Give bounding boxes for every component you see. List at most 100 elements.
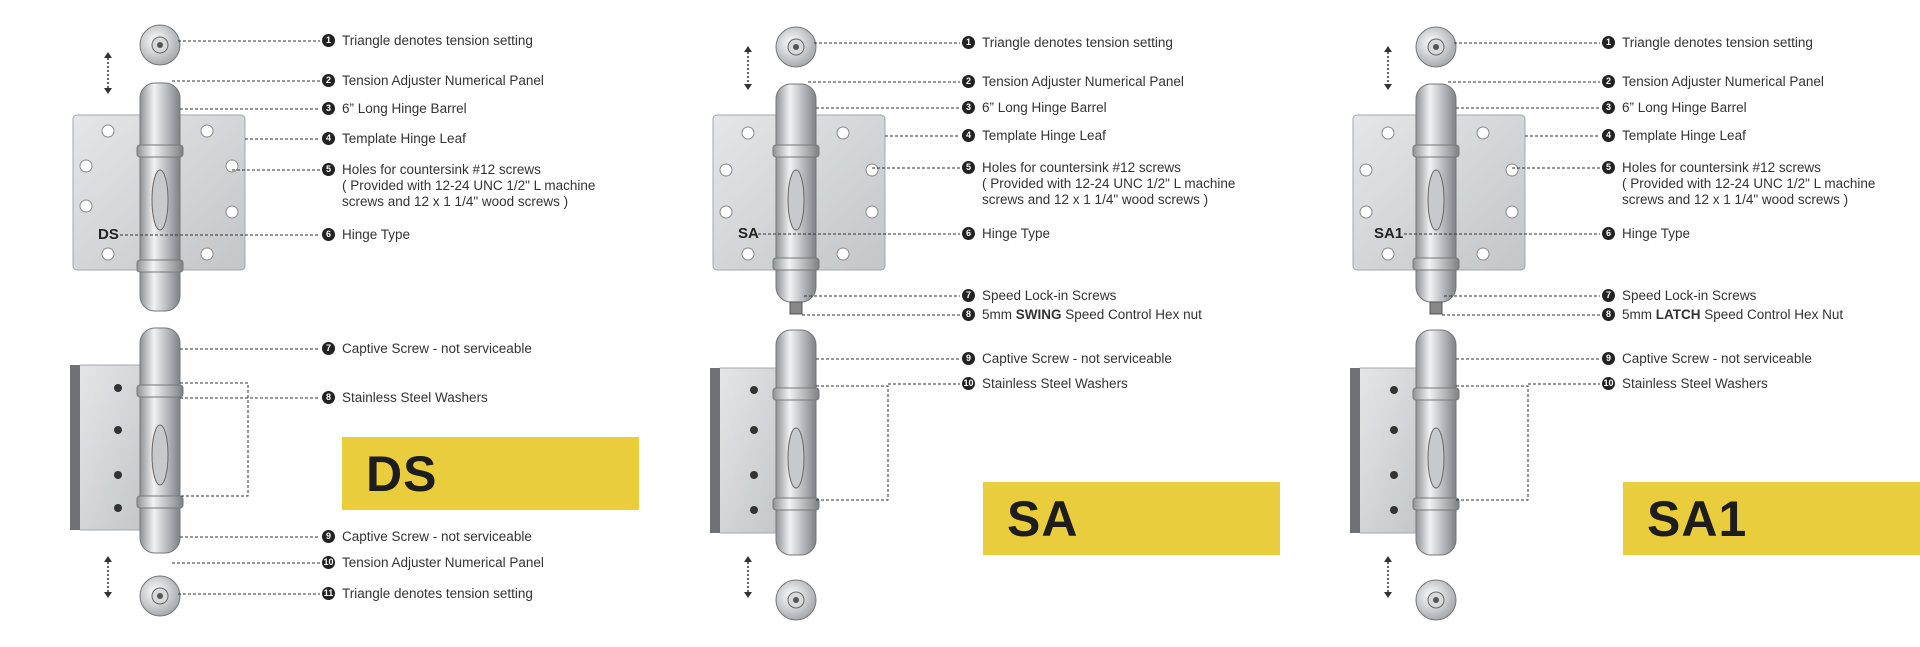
callout-8: 8 5mm SWING Speed Control Hex nut <box>962 307 1202 323</box>
callout-2: 2 Tension Adjuster Numerical Panel <box>962 74 1184 90</box>
callout-text: Captive Screw - not serviceable <box>342 529 532 544</box>
callout-number: 9 <box>322 530 335 543</box>
leader-lines <box>120 40 320 595</box>
hinge-type-badge: DS <box>342 437 639 510</box>
callout-number: 1 <box>322 34 335 47</box>
callout-number: 6 <box>962 227 975 240</box>
callout-text-line3: screws and 12 x 1 1/4" wood screws ) <box>342 194 569 209</box>
callout-text: Tension Adjuster Numerical Panel <box>1622 74 1824 89</box>
badge-text: SA <box>1007 491 1079 547</box>
callout-text-post: Speed Control Hex nut <box>1061 307 1202 322</box>
callout-text: Template Hinge Leaf <box>982 128 1106 143</box>
badge-text: SA1 <box>1647 491 1748 547</box>
callout-number: 10 <box>962 377 975 390</box>
callout-number: 7 <box>962 289 975 302</box>
callout-number: 7 <box>1602 289 1615 302</box>
hinge-type-label: DS <box>98 226 119 243</box>
callout-10: 10 Stainless Steel Washers <box>962 376 1128 392</box>
tension-dial-icon <box>139 24 181 66</box>
badge-text: DS <box>366 446 438 502</box>
callout-text-post: Speed Control Hex Nut <box>1700 307 1844 322</box>
hinge-barrel-lower-icon <box>772 329 820 556</box>
callout-text: 6” Long Hinge Barrel <box>342 101 467 116</box>
tension-dial-icon <box>139 575 181 617</box>
callout-text: Hinge Type <box>982 226 1051 241</box>
callout-6: 6 Hinge Type <box>1602 226 1690 242</box>
leader-lines <box>1404 42 1600 501</box>
double-arrow-icon <box>744 556 752 598</box>
callout-text-line2: ( Provided with 12-24 UNC 1/2" L machine <box>342 178 596 193</box>
hinge-leaf-side-icon <box>70 364 147 531</box>
callout-text: Tension Adjuster Numerical Panel <box>982 74 1184 89</box>
speed-nut-icon <box>775 579 817 621</box>
callout-number: 5 <box>322 163 335 176</box>
callout-text: Template Hinge Leaf <box>342 131 466 146</box>
callout-number: 5 <box>962 161 975 174</box>
callout-2: 2 Tension Adjuster Numerical Panel <box>1602 74 1824 90</box>
callout-text: Holes for countersink #12 screws <box>982 160 1181 175</box>
callout-text-line2: ( Provided with 12-24 UNC 1/2" L machine <box>1622 176 1876 191</box>
callout-text: Stainless Steel Washers <box>982 376 1128 391</box>
callout-text: Holes for countersink #12 screws <box>1622 160 1821 175</box>
hinge-type-label: SA1 <box>1374 225 1404 242</box>
callout-number: 8 <box>962 308 975 321</box>
callout-text: Hinge Type <box>1622 226 1691 241</box>
callout-text: 6” Long Hinge Barrel <box>982 100 1107 115</box>
sa-hinge-illustration <box>710 26 960 621</box>
callout-number: 1 <box>962 36 975 49</box>
callout-5: 5 Holes for countersink #12 screws( Provi… <box>322 162 595 210</box>
callout-text: Triangle denotes tension setting <box>1622 35 1813 50</box>
callout-number: 6 <box>1602 227 1615 240</box>
callout-1: 1 Triangle denotes tension setting <box>322 33 533 49</box>
callout-1: 1 Triangle denotes tension setting <box>1602 35 1813 51</box>
callout-number: 4 <box>322 132 335 145</box>
callout-number: 11 <box>322 587 335 600</box>
callout-text-line3: screws and 12 x 1 1/4" wood screws ) <box>1622 192 1849 207</box>
double-arrow-icon <box>104 52 112 94</box>
callout-number: 10 <box>322 556 335 569</box>
callout-text: 6” Long Hinge Barrel <box>1622 100 1747 115</box>
speed-nut-icon <box>1415 579 1457 621</box>
callout-number: 2 <box>322 74 335 87</box>
callout-number: 3 <box>322 102 335 115</box>
callout-number: 1 <box>1602 36 1615 49</box>
callout-text: Captive Screw - not serviceable <box>1622 351 1812 366</box>
callout-9: 9 Captive Screw - not serviceable <box>322 529 532 545</box>
tension-dial-icon <box>775 26 817 68</box>
leader-lines <box>758 42 960 501</box>
tension-dial-icon <box>1415 26 1457 68</box>
callout-text: Captive Screw - not serviceable <box>982 351 1172 366</box>
callout-text: Holes for countersink #12 screws <box>342 162 541 177</box>
callout-text-bold: SWING <box>1015 307 1062 322</box>
callout-number: 3 <box>962 101 975 114</box>
double-arrow-icon <box>104 556 112 598</box>
callout-text: Triangle denotes tension setting <box>342 586 533 601</box>
callout-text: Triangle denotes tension setting <box>342 33 533 48</box>
double-arrow-icon <box>744 46 752 90</box>
callout-4: 4 Template Hinge Leaf <box>322 131 466 147</box>
callout-number: 9 <box>1602 352 1615 365</box>
hinge-type-badge: SA1 <box>1623 482 1920 555</box>
callout-text: Stainless Steel Washers <box>1622 376 1768 391</box>
callout-text: Triangle denotes tension setting <box>982 35 1173 50</box>
callout-text-pre: 5mm <box>982 307 1016 322</box>
double-arrow-icon <box>1384 556 1392 598</box>
callout-6: 6 Hinge Type <box>962 226 1050 242</box>
callout-number: 2 <box>1602 75 1615 88</box>
callout-number: 6 <box>322 228 335 241</box>
callout-text: Template Hinge Leaf <box>1622 128 1746 143</box>
callout-text: Captive Screw - not serviceable <box>342 341 532 356</box>
callout-number: 2 <box>962 75 975 88</box>
hinge-barrel-icon <box>1412 83 1460 315</box>
hinge-barrel-icon <box>772 83 820 315</box>
